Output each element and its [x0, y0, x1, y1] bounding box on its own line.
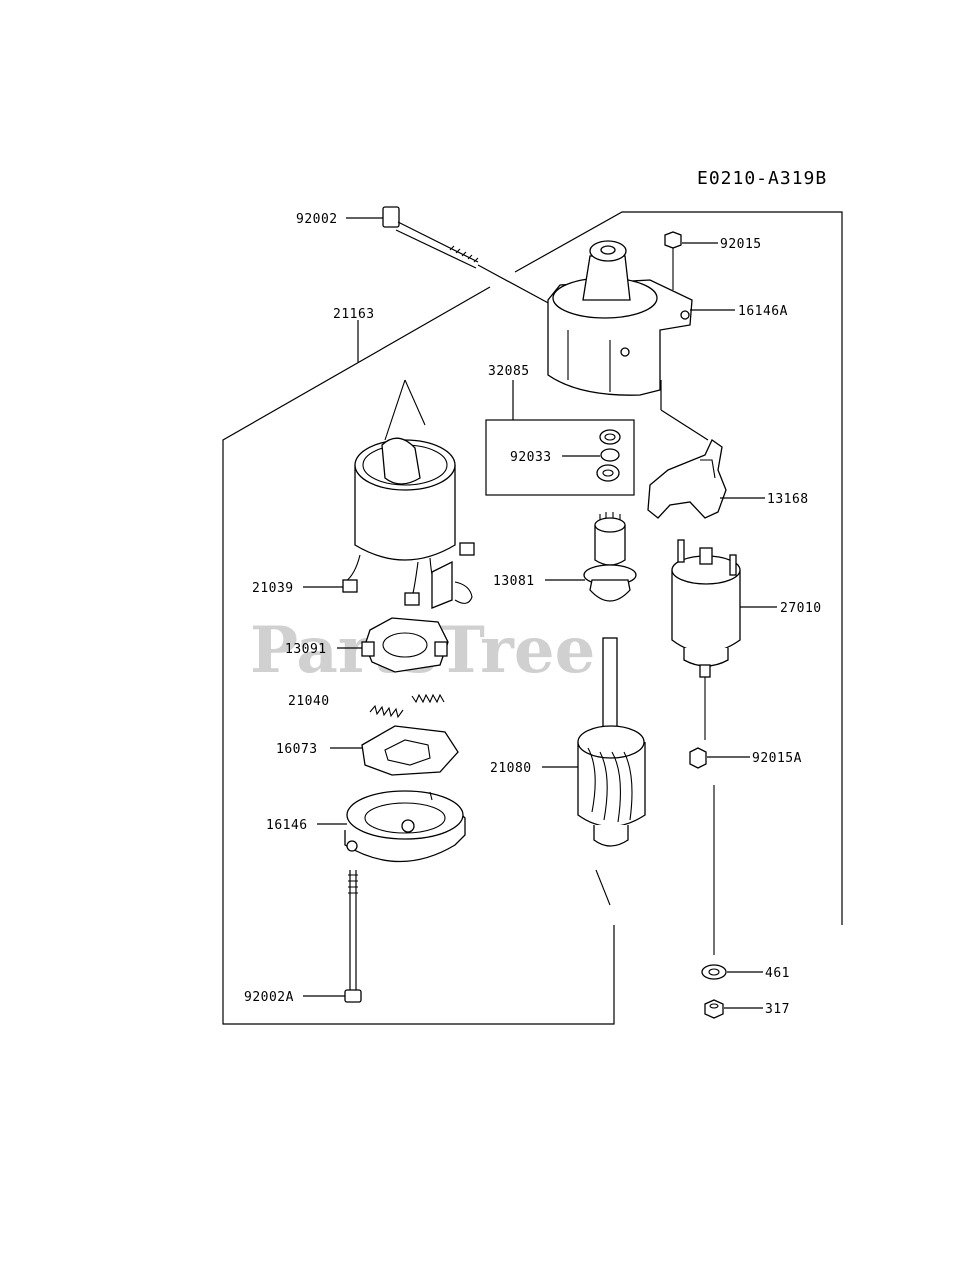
label-13081: 13081 — [493, 574, 535, 589]
label-461: 461 — [765, 966, 790, 981]
part-92033-washers[interactable] — [596, 429, 621, 482]
label-92033: 92033 — [510, 450, 552, 465]
part-317-nut[interactable] — [704, 999, 724, 1019]
part-16146-rear-bracket[interactable] — [344, 790, 466, 863]
part-21040-springs[interactable] — [369, 693, 445, 719]
part-13168-lever[interactable] — [647, 439, 727, 519]
label-92015A: 92015A — [752, 751, 802, 766]
label-21039: 21039 — [252, 581, 294, 596]
label-32085: 32085 — [488, 364, 530, 379]
label-13091: 13091 — [285, 642, 327, 657]
part-92002A-bolt[interactable] — [344, 870, 362, 1003]
label-13168: 13168 — [767, 492, 809, 507]
label-16073: 16073 — [276, 742, 318, 757]
washer-set-box — [485, 419, 635, 496]
part-461-washer[interactable] — [701, 964, 727, 980]
label-92002A: 92002A — [244, 990, 294, 1005]
assembly-frame — [222, 211, 843, 1025]
part-16146A-bracket[interactable] — [547, 240, 693, 396]
label-21163: 21163 — [333, 307, 375, 322]
part-21163-yoke[interactable] — [342, 379, 475, 609]
label-27010: 27010 — [780, 601, 822, 616]
label-16146: 16146 — [266, 818, 308, 833]
part-92015-nut[interactable] — [664, 231, 682, 290]
part-13081-pinion[interactable] — [583, 512, 637, 602]
label-21080: 21080 — [490, 761, 532, 776]
part-21080-armature[interactable] — [577, 637, 646, 906]
label-21040: 21040 — [288, 694, 330, 709]
diagram-code: E0210-A319B — [697, 168, 827, 189]
label-317: 317 — [765, 1002, 790, 1017]
part-92002-bolt[interactable] — [382, 206, 553, 306]
part-16073-plate[interactable] — [361, 725, 459, 776]
part-92015A-nut[interactable] — [689, 747, 715, 955]
label-16146A: 16146A — [738, 304, 788, 319]
label-92002: 92002 — [296, 212, 338, 227]
part-27010-solenoid[interactable] — [671, 539, 741, 740]
label-92015: 92015 — [720, 237, 762, 252]
part-13091-brush-holder[interactable] — [361, 617, 449, 673]
